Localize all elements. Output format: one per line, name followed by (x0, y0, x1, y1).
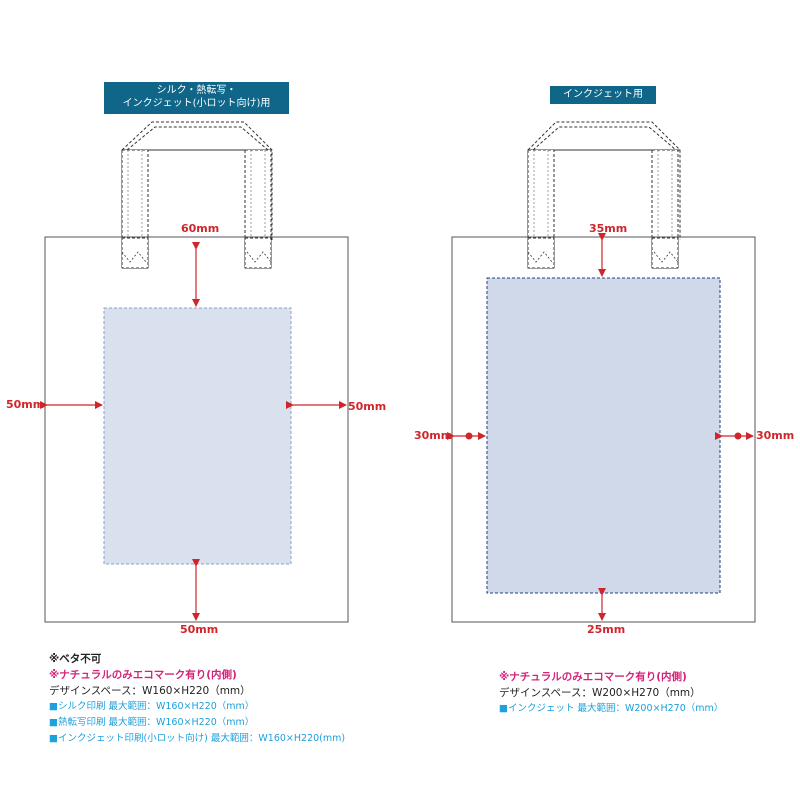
right-notes: ※ナチュラルのみエコマーク有り(内側) デザインスペース：W200×H270（m… (499, 669, 723, 717)
left-note-heat-transfer: ■熱転写印刷 最大範囲：W160×H220（mm） (49, 717, 255, 728)
left-left-margin-label: 50mm (6, 398, 45, 411)
left-bottom-margin-label: 50mm (180, 623, 219, 636)
left-note-inkjet: ■インクジェット印刷(小ロット向け) 最大範囲：W160×H220(mm) (49, 733, 346, 744)
left-note-silk: ■シルク印刷 最大範囲：W160×H220（mm） (49, 701, 255, 712)
left-header-line2: インクジェット(小ロット向け)用 (122, 98, 271, 109)
right-left-margin-label: 30mm (414, 429, 453, 442)
right-note-design-space: デザインスペース：W200×H270（mm） (499, 687, 701, 699)
left-header-line1: シルク・熱転写・ (156, 85, 237, 96)
left-bag-header: シルク・熱転写・ インクジェット(小ロット向け)用 (104, 82, 289, 114)
right-print-area (486, 277, 721, 594)
right-note-inkjet: ■インクジェット 最大範囲：W200×H270（mm） (499, 703, 724, 714)
right-bottom-margin-label: 25mm (587, 623, 626, 636)
left-bag-body (44, 236, 349, 623)
right-bag (447, 121, 756, 623)
right-right-margin-label: 30mm (756, 429, 795, 442)
left-right-margin-label: 50mm (348, 400, 387, 413)
left-print-area (103, 307, 292, 565)
left-top-margin-label: 60mm (181, 222, 220, 235)
right-bag-header: インクジェット用 (550, 86, 656, 104)
left-bag (40, 121, 349, 623)
left-note-ecomark: ※ナチュラルのみエコマーク有り(内側) (49, 669, 237, 681)
right-top-margin-label: 35mm (589, 222, 628, 235)
left-handle-inner (126, 126, 269, 151)
right-note-ecomark: ※ナチュラルのみエコマーク有り(内側) (499, 671, 687, 683)
left-note-solid-not-allowed: ※ベタ不可 (49, 653, 102, 665)
left-notes: ※ベタ不可 ※ナチュラルのみエコマーク有り(内側) デザインスペース：W160×… (49, 651, 345, 747)
left-note-design-space: デザインスペース：W160×H220（mm） (49, 685, 251, 697)
